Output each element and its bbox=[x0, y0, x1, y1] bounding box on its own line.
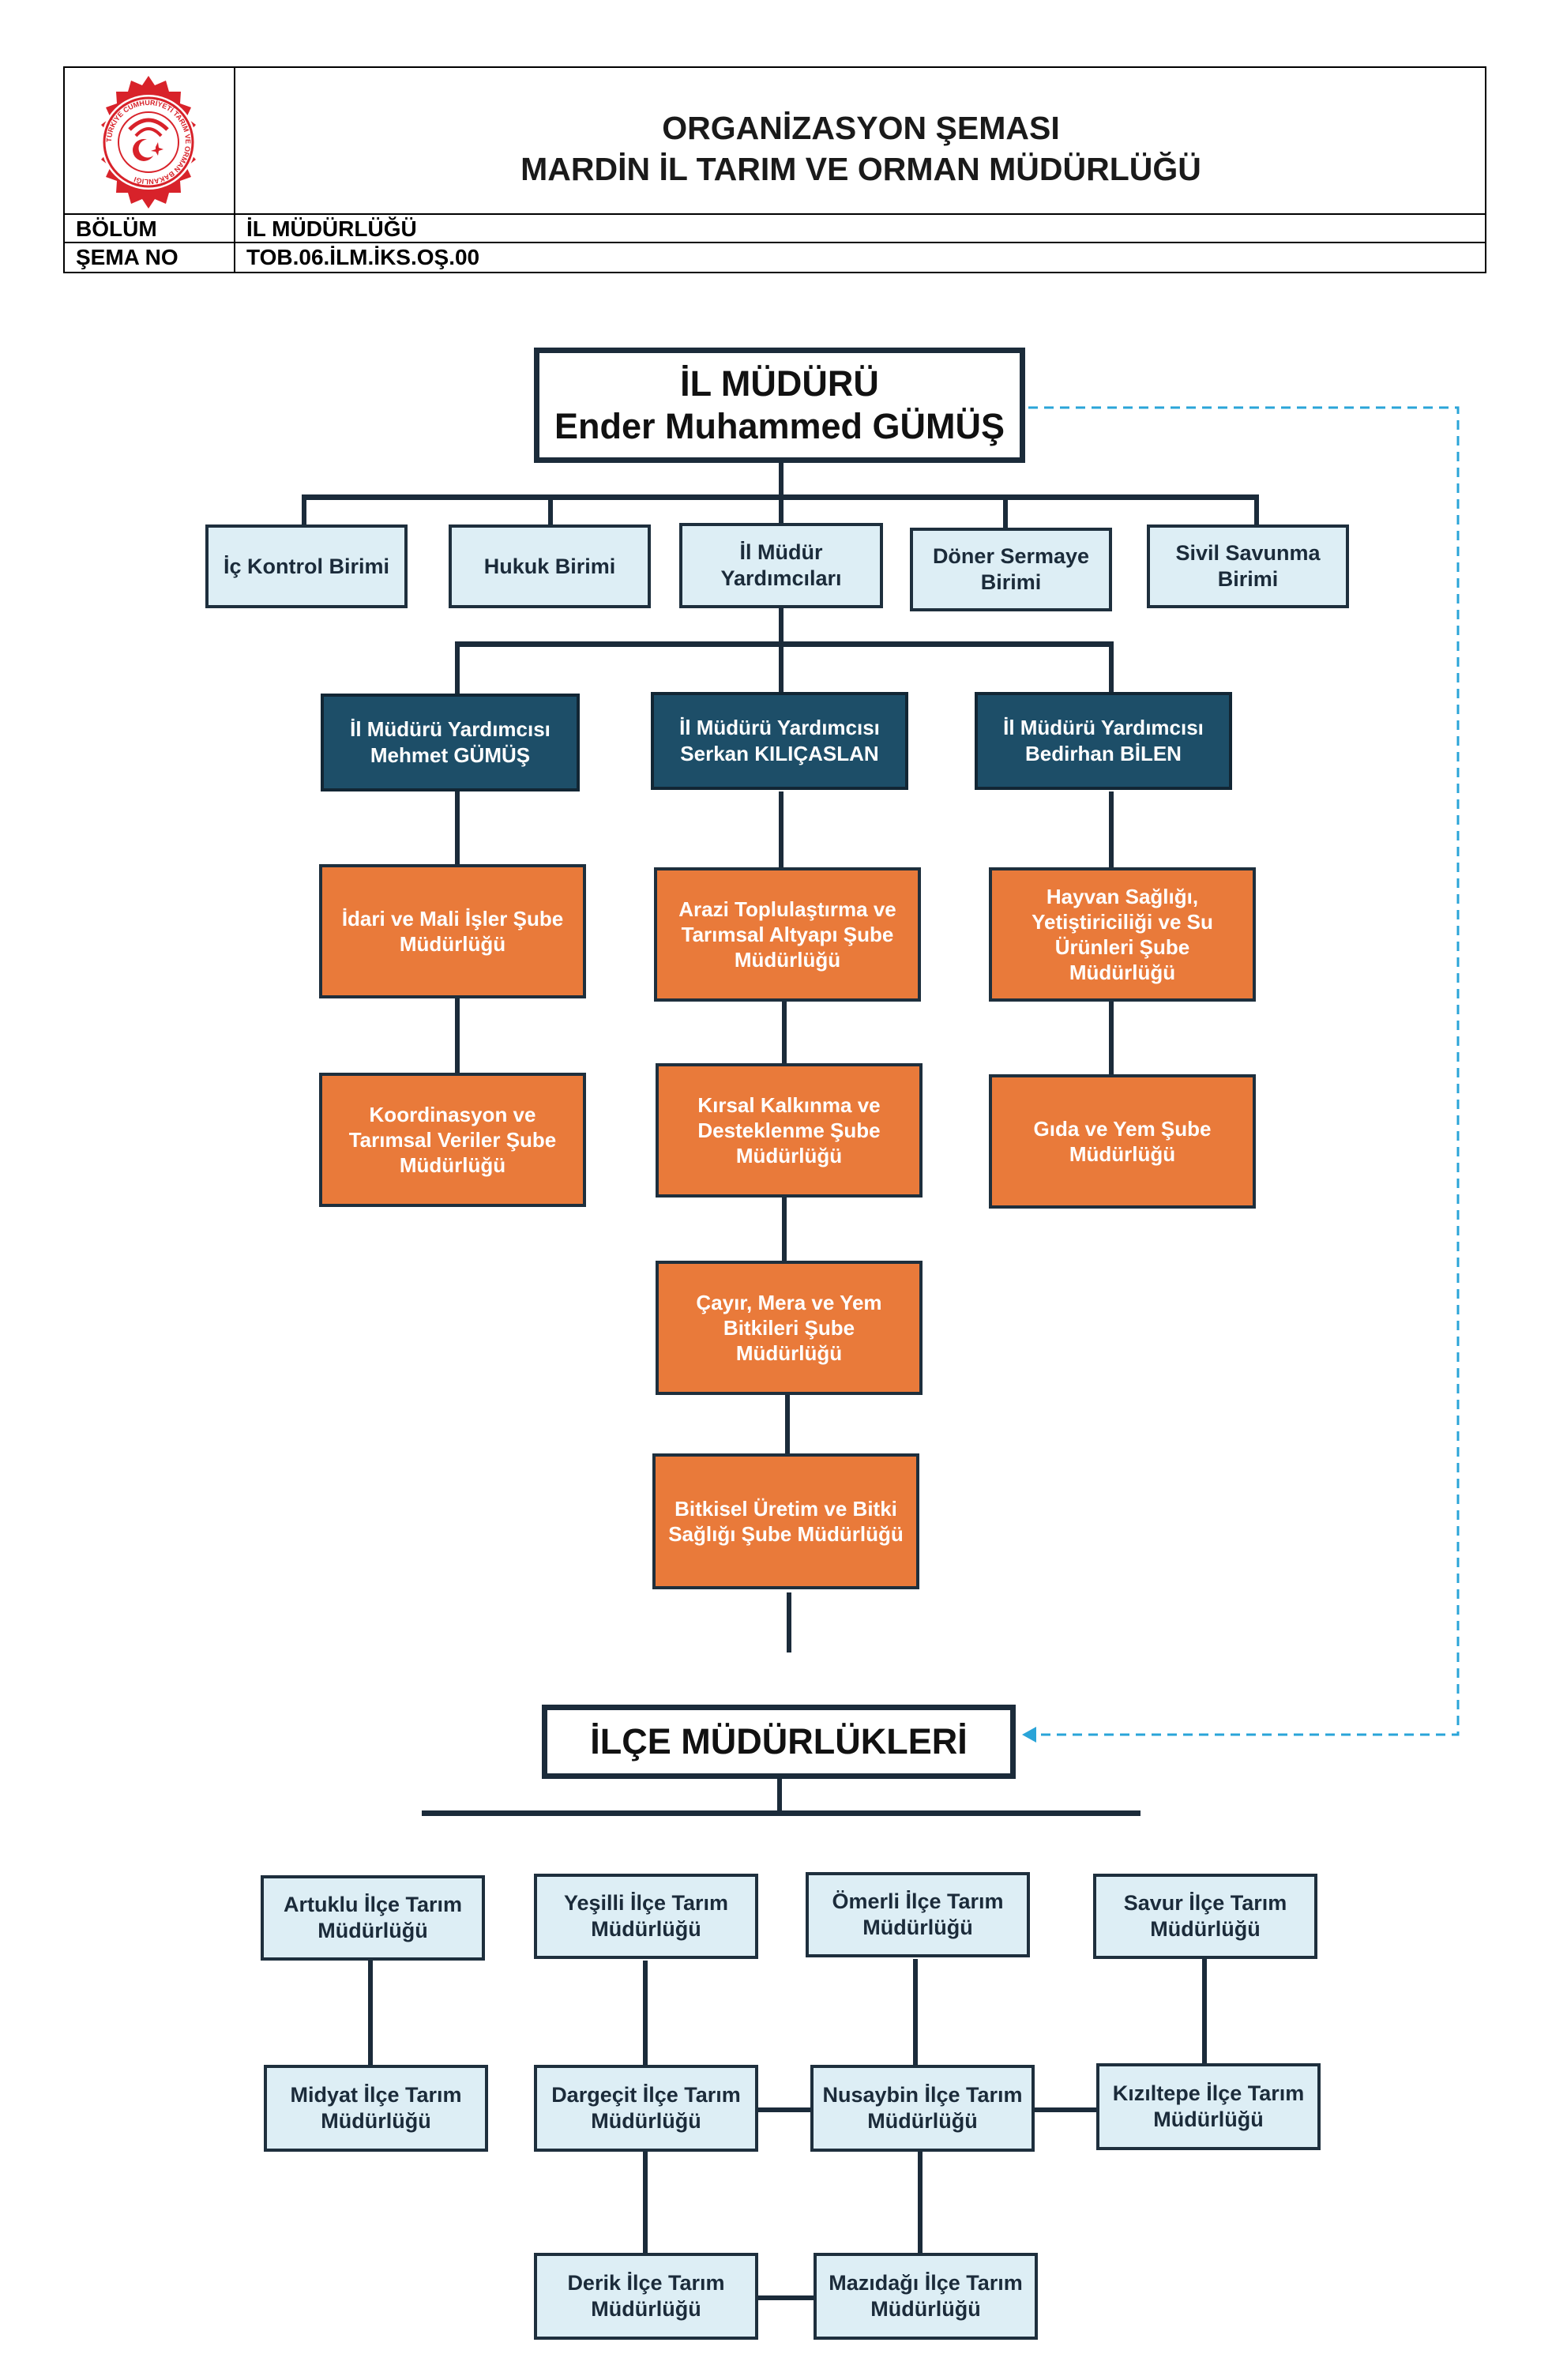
branch-cayir-mera: Çayır, Mera ve Yem Bitkileri Şube Müdürl… bbox=[656, 1261, 923, 1395]
header-divider bbox=[65, 242, 1485, 243]
branch-gida-yem: Gıda ve Yem Şube Müdürlüğü bbox=[989, 1074, 1256, 1209]
director-name: Ender Muhammed GÜMÜŞ bbox=[554, 406, 1005, 446]
district-yesilli: Yeşilli İlçe Tarım Müdürlüğü bbox=[534, 1874, 758, 1959]
district-kiziltepe: Kızıltepe İlçe Tarım Müdürlüğü bbox=[1096, 2063, 1321, 2150]
deputy-name: Bedirhan BİLEN bbox=[1025, 742, 1182, 765]
district-omerli: Ömerli İlçe Tarım Müdürlüğü bbox=[806, 1872, 1030, 1957]
district-mazidagi: Mazıdağı İlçe Tarım Müdürlüğü bbox=[814, 2253, 1038, 2340]
deputy-box-2: İl Müdürü Yardımcısı Serkan KILIÇASLAN bbox=[651, 692, 908, 790]
deputy-title: İl Müdürü Yardımcısı bbox=[350, 717, 551, 741]
district-midyat: Midyat İlçe Tarım Müdürlüğü bbox=[264, 2065, 488, 2152]
branch-bitkisel-uretim: Bitkisel Üretim ve Bitki Sağlığı Şube Mü… bbox=[652, 1453, 919, 1589]
district-dargecit: Dargeçit İlçe Tarım Müdürlüğü bbox=[534, 2065, 758, 2152]
branch-hayvan-sagligi: Hayvan Sağlığı, Yetiştiriciliği ve Su Ür… bbox=[989, 867, 1256, 1002]
district-header-box: İLÇE MÜDÜRLÜKLERİ bbox=[542, 1705, 1016, 1779]
title-line-1: ORGANİZASYON ŞEMASI bbox=[662, 110, 1060, 146]
header-divider bbox=[234, 68, 235, 272]
sema-no-label: ŞEMA NO bbox=[76, 245, 178, 269]
district-artuklu: Artuklu İlçe Tarım Müdürlüğü bbox=[261, 1875, 485, 1961]
unit-sivil-savunma: Sivil Savunma Birimi bbox=[1147, 525, 1349, 608]
district-derik: Derik İlçe Tarım Müdürlüğü bbox=[534, 2253, 758, 2340]
deputy-title: İl Müdürü Yardımcısı bbox=[679, 716, 880, 739]
unit-hukuk: Hukuk Birimi bbox=[449, 525, 651, 608]
sema-no-value: TOB.06.İLM.İKS.OŞ.00 bbox=[246, 245, 480, 269]
district-savur: Savur İlçe Tarım Müdürlüğü bbox=[1093, 1874, 1317, 1959]
bolum-value: İL MÜDÜRLÜĞÜ bbox=[246, 216, 417, 241]
deputy-box-3: İl Müdürü Yardımcısı Bedirhan BİLEN bbox=[975, 692, 1232, 790]
deputy-box-1: İl Müdürü Yardımcısı Mehmet GÜMÜŞ bbox=[321, 694, 580, 791]
page-title: ORGANİZASYON ŞEMASI MARDİN İL TARIM VE O… bbox=[235, 68, 1486, 213]
ministry-logo-icon: TÜRKİYE CUMHURİYETİ TARIM VE ORMAN BAKAN… bbox=[101, 76, 196, 209]
branch-idari-mali: İdari ve Mali İşler Şube Müdürlüğü bbox=[319, 864, 586, 998]
header-divider bbox=[65, 213, 1485, 215]
deputy-title: İl Müdürü Yardımcısı bbox=[1003, 716, 1204, 739]
unit-il-mudur-yardimcilari: İl Müdür Yardımcıları bbox=[679, 523, 883, 608]
deputy-name: Serkan KILIÇASLAN bbox=[680, 742, 879, 765]
bolum-label: BÖLÜM bbox=[76, 216, 157, 241]
branch-arazi-toplulastirma: Arazi Toplulaştırma ve Tarımsal Altyapı … bbox=[654, 867, 921, 1002]
director-box: İL MÜDÜRÜ Ender Muhammed GÜMÜŞ bbox=[534, 348, 1025, 463]
branch-koordinasyon: Koordinasyon ve Tarımsal Veriler Şube Mü… bbox=[319, 1073, 586, 1207]
director-title: İL MÜDÜRÜ bbox=[680, 363, 879, 404]
header-table: TÜRKİYE CUMHURİYETİ TARIM VE ORMAN BAKAN… bbox=[63, 66, 1486, 273]
district-nusaybin: Nusaybin İlçe Tarım Müdürlüğü bbox=[810, 2065, 1035, 2152]
branch-kirsal-kalkinma: Kırsal Kalkınma ve Desteklenme Şube Müdü… bbox=[656, 1063, 923, 1198]
unit-ic-kontrol: İç Kontrol Birimi bbox=[205, 525, 408, 608]
unit-doner-sermaye: Döner Sermaye Birimi bbox=[910, 528, 1112, 611]
title-line-2: MARDİN İL TARIM VE ORMAN MÜDÜRLÜĞÜ bbox=[520, 151, 1201, 187]
deputy-name: Mehmet GÜMÜŞ bbox=[370, 743, 531, 767]
